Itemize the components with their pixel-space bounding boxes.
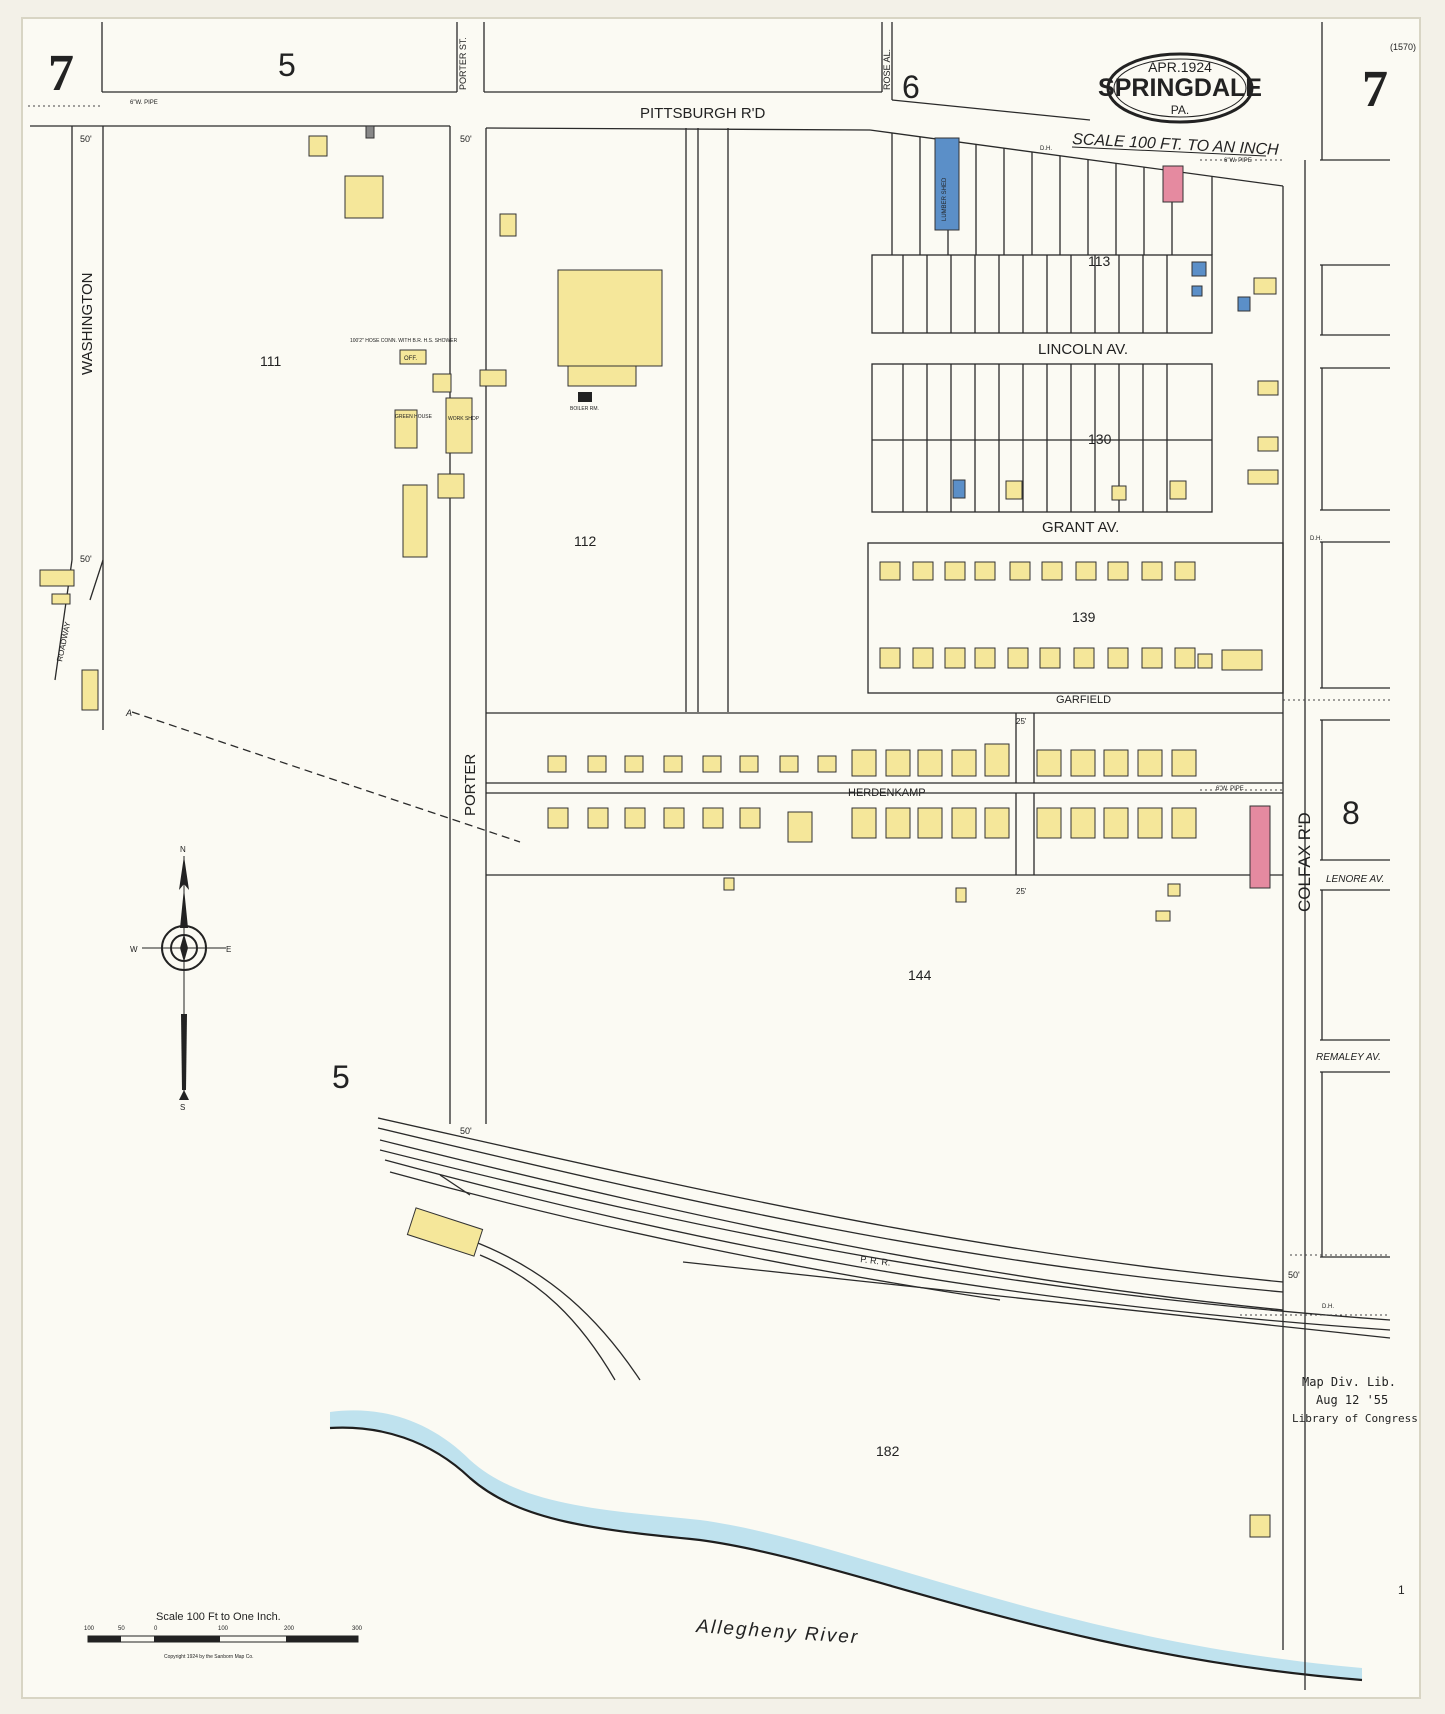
pipe-label-left: 6"W. PIPE xyxy=(130,100,158,106)
green-house-label: GREEN HOUSE xyxy=(395,414,433,420)
office-label: OFF. xyxy=(404,356,417,362)
compass-w: W xyxy=(130,945,138,954)
street-rose-al: ROSE AL. xyxy=(882,49,892,90)
block-111: 111 xyxy=(260,353,281,369)
street-porter: PORTER xyxy=(462,754,479,816)
lumber-shed-label: LUMBER SHED xyxy=(942,177,948,221)
adjacent-sheet-top-left: 5 xyxy=(278,47,296,83)
dh-label-rr: D.H. xyxy=(1322,1304,1334,1310)
width-washington-south: 50' xyxy=(80,554,92,564)
pipe-label-top: 6"W. PIPE xyxy=(1224,158,1252,164)
allegheny-river xyxy=(329,1410,1363,1682)
sheet-number-left: 7 xyxy=(48,45,74,102)
pipe-label-herdenkamp: 6"W. PIPE xyxy=(1216,786,1244,792)
scale-tick-4: 200 xyxy=(284,1626,295,1632)
street-lincoln-av: LINCOLN AV. xyxy=(1038,341,1128,358)
compass-n: N xyxy=(180,845,186,854)
street-garfield: GARFIELD xyxy=(1056,694,1111,706)
state-name: PA. xyxy=(1171,103,1189,117)
street-colfax-rd: COLFAX R'D xyxy=(1295,812,1314,912)
block-139: 139 xyxy=(1072,609,1096,625)
street-herdenkamp: HERDENKAMP xyxy=(848,787,926,799)
street-lines xyxy=(30,22,1391,1690)
stamp-line-2: Aug 12 '55 xyxy=(1316,1393,1388,1407)
dh-label-grant: D.H. xyxy=(1310,536,1322,542)
width-washington: 50' xyxy=(80,134,92,144)
scale-bar-title: Scale 100 Ft to One Inch. xyxy=(156,1611,281,1623)
adjacent-sheet-right: 8 xyxy=(1342,795,1360,831)
corner-reference: (1570) xyxy=(1390,42,1416,52)
scale-bar: Scale 100 Ft to One Inch. 100 50 0 100 2… xyxy=(84,1611,363,1660)
work-shop-label: WORK SHOP xyxy=(448,416,480,422)
small-shed xyxy=(365,125,375,139)
block-144: 144 xyxy=(908,967,932,983)
width-herdenkamp: 25' xyxy=(1016,887,1027,896)
sheet-number-right: 7 xyxy=(1362,61,1388,118)
adjacent-sheet-top-right: 6 xyxy=(902,69,920,105)
adjacent-sheet-bottom-left: 5 xyxy=(332,1059,350,1095)
street-grant-av: GRANT AV. xyxy=(1042,519,1119,536)
copyright: Copyright 1924 by the Sanborn Map Co. xyxy=(164,1654,254,1660)
width-colfax: 50' xyxy=(1288,1270,1300,1280)
map-date: APR.1924 xyxy=(1148,59,1212,75)
block-130: 130 xyxy=(1088,431,1112,447)
scale-tick-1: 50 xyxy=(118,1626,125,1632)
page-mark: 1 xyxy=(1398,1583,1405,1597)
stone-buildings xyxy=(934,137,1251,499)
library-stamp: Map Div. Lib. Aug 12 '55 Library of Cong… xyxy=(1292,1375,1418,1425)
width-garfield: 25' xyxy=(1016,717,1027,726)
hydrant-note: 100'2" HOSE CONN. WITH B.R. H.S. SHOWER xyxy=(350,338,458,344)
compass-e: E xyxy=(226,945,231,954)
scale-tick-5: 300 xyxy=(352,1626,363,1632)
boiler-room-label: BOILER RM. xyxy=(570,406,599,412)
title-cartouche: APR.1924 SPRINGDALE PA. xyxy=(1098,52,1262,124)
scale-note-underline xyxy=(1071,146,1267,157)
compass-rose: N S E W xyxy=(130,845,231,1112)
town-name: SPRINGDALE xyxy=(1098,74,1262,102)
street-pittsburgh-rd: PITTSBURGH R'D xyxy=(640,105,766,122)
block-113: 113 xyxy=(1088,253,1111,269)
stamp-line-1: Map Div. Lib. xyxy=(1302,1375,1396,1389)
compass-s: S xyxy=(180,1103,185,1112)
scale-tick-2: 0 xyxy=(154,1626,158,1632)
block-182: 182 xyxy=(876,1443,900,1459)
frame-buildings xyxy=(39,135,1279,1538)
dh-label-top: D.H. xyxy=(1040,146,1052,152)
stamp-line-3: Library of Congress xyxy=(1292,1412,1418,1425)
dashed-lines xyxy=(28,105,1390,1316)
street-lenore-av: LENORE AV. xyxy=(1326,874,1384,885)
block-112: 112 xyxy=(574,533,597,549)
street-washington: WASHINGTON xyxy=(79,272,96,375)
railroad-label: P. R. R. xyxy=(860,1254,891,1268)
width-porter: 50' xyxy=(460,134,472,144)
scale-tick-3: 100 xyxy=(218,1626,229,1632)
street-porter-st: PORTER ST. xyxy=(458,37,468,90)
scale-tick-0: 100 xyxy=(84,1626,95,1632)
map-frame xyxy=(21,17,1421,1699)
boiler-block xyxy=(578,392,592,402)
street-remaley-av: REMALEY AV. xyxy=(1316,1052,1381,1063)
section-point-a: A xyxy=(125,708,132,718)
brick-buildings xyxy=(1162,165,1271,889)
width-porter-south: 50' xyxy=(460,1126,472,1136)
